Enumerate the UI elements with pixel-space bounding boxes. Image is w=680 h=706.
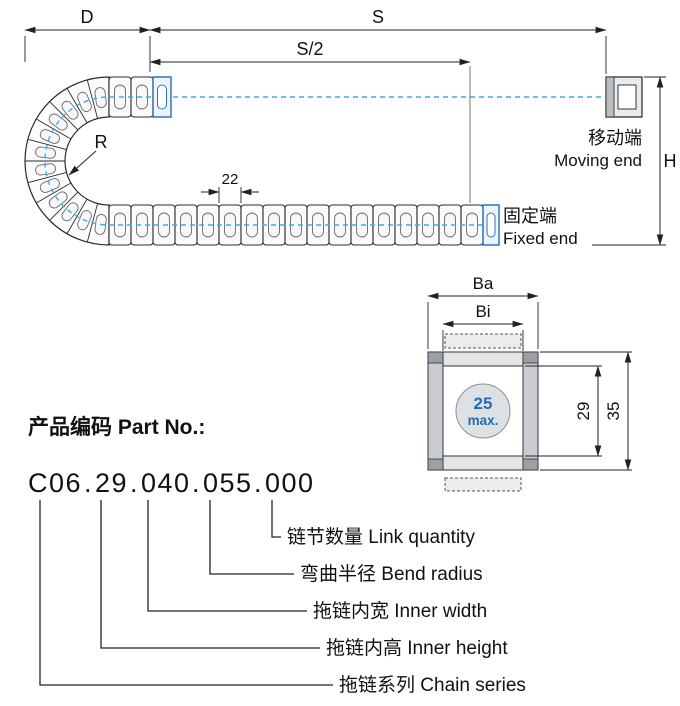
moving-end-label-en: Moving end [554,151,642,170]
fixed-end-bracket-slot [486,212,496,238]
part-no-dot: . [192,468,201,498]
dim-29-label: 29 [574,402,593,421]
top-crossbar [444,333,522,349]
part-no-segment-link-qty: 000 [265,468,315,498]
chain-link-divider [36,182,72,204]
part-no-heading: 产品编码 Part No.: [28,415,205,439]
chain-bend-body [24,76,110,246]
callout-link-quantity: 链节数量 Link quantity [287,526,475,548]
dim-35-label: 35 [604,402,623,421]
leader-inner-width [147,500,307,612]
max-cable-circle [455,383,511,439]
part-no-segment-bend-radius: 055 [203,468,253,498]
max-cable-suffix: max. [468,413,499,428]
dim-s2-label: S/2 [296,39,323,59]
chain-side-view: D S S/2 R 22 H 移动端 Moving end 固定端 Fixed … [24,7,677,248]
dim-pitch-label: 22 [222,171,239,188]
leader-link-qty [271,500,281,538]
bottom-crossbar [444,477,522,492]
leader-bend-radius [209,500,294,575]
part-number-legend: 产品编码 Part No.: C06 . 29 . 040 . 055 . 00… [28,415,526,696]
part-no-dot: . [130,468,139,498]
dim-r-label: R [95,132,108,152]
cross-section-view: Ba Bi 25 max. 29 35 [427,274,632,492]
leader-chain-series [39,500,333,686]
top-plate [442,351,524,367]
dim-bi-label: Bi [475,302,490,321]
callout-chain-series: 拖链系列 Chain series [339,674,526,696]
dim-ba-label: Ba [473,274,494,293]
part-no-segment-inner-width: 040 [141,468,191,498]
moving-end-bracket [605,76,643,118]
callout-inner-width: 拖链内宽 Inner width [313,600,487,622]
dim-r-leader [68,150,97,176]
callout-bend-radius: 弯曲半径 Bend radius [300,563,483,585]
fixed-end-label-en: Fixed end [503,229,578,248]
bottom-plate [442,455,524,471]
rail-cap [522,351,539,364]
part-no-dot: . [84,468,93,498]
rail-cap [522,458,539,471]
moving-end-label-cn: 移动端 [588,128,642,148]
fixed-end-label-cn: 固定端 [503,206,557,226]
leader-inner-height [100,500,320,649]
part-no-dot: . [254,468,263,498]
part-no-segment-series: C06 [28,468,82,498]
dim-d-label: D [81,7,94,27]
right-side-rail [522,351,539,471]
rail-cap [427,458,444,471]
max-cable-value: 25 [474,394,493,413]
left-side-rail [427,351,444,471]
dim-s-label: S [372,7,384,27]
part-no-segment-inner-height: 29 [95,468,128,498]
top-end-bracket-slot [157,84,167,110]
rail-cap [427,351,444,364]
chain-centerline [44,96,604,226]
dim-h-label: H [664,151,677,171]
chain-link-divider [27,171,67,184]
chain-link-divider [86,79,99,119]
callout-inner-height: 拖链内高 Inner height [326,637,508,659]
chain-bend-links [25,77,110,245]
chain-link-divider [27,138,67,151]
